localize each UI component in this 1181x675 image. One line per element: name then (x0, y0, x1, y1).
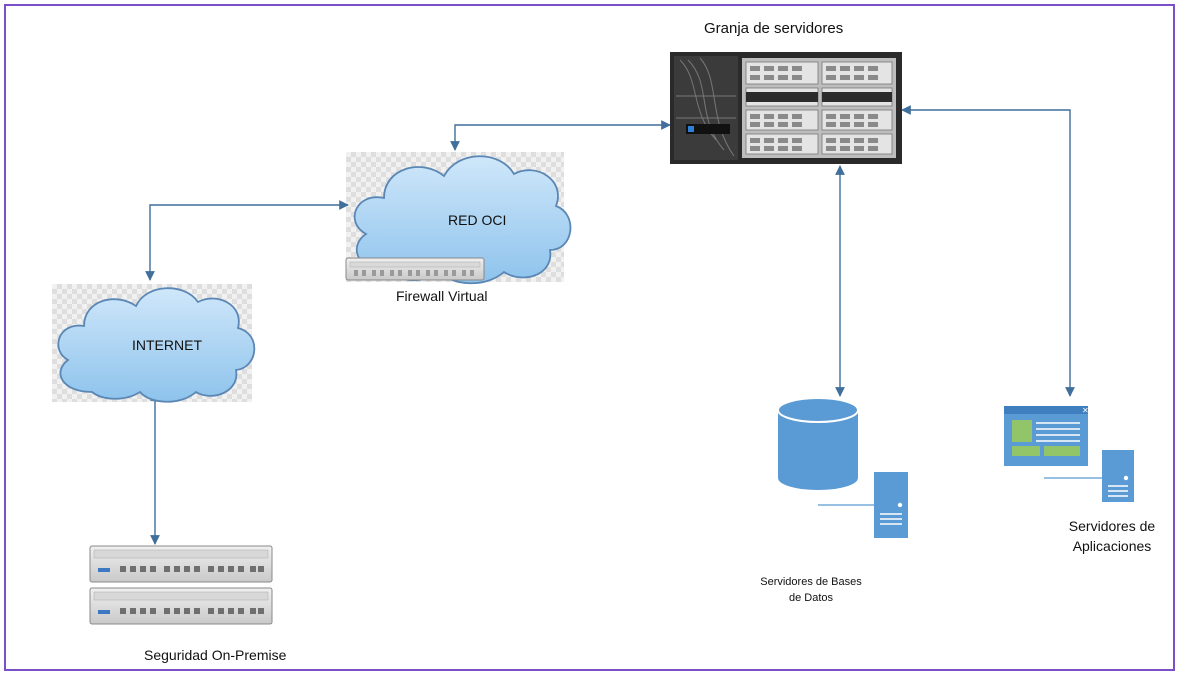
server-tower-icon (874, 472, 908, 538)
app-servers-label-line1: Servidores de (1068, 518, 1156, 534)
server-tower-icon (1102, 450, 1134, 502)
onprem-firewall-appliances (89, 545, 273, 625)
firewall-appliance-icon (345, 257, 485, 281)
diagram-frame (4, 4, 1175, 671)
oci-network-label: RED OCI (448, 212, 507, 228)
app-servers-label-line2: Aplicaciones (1072, 538, 1152, 554)
database-cylinder-icon (777, 397, 859, 490)
app-servers-label: Servidores de Aplicaciones (1050, 516, 1174, 556)
arrow-internet-oci (145, 200, 349, 281)
oci-cloud-icon (353, 155, 572, 285)
application-window-icon: ✕ (1004, 406, 1089, 466)
db-servers-label-line2: de Datos (788, 592, 834, 604)
rack-servers (742, 58, 896, 158)
arrow-server-farm-app (901, 105, 1075, 397)
db-servers-label: Servidores de Bases de Datos (746, 574, 876, 606)
onprem-label: Seguridad On-Premise (144, 647, 287, 663)
server-farm-label: Granja de servidores (704, 20, 844, 37)
svg-text:✕: ✕ (1082, 406, 1089, 415)
database-server-group (777, 397, 908, 538)
appliance-2 (89, 587, 273, 625)
internet-label: INTERNET (132, 337, 202, 353)
server-rack-photo (670, 52, 902, 164)
firewall-label: Firewall Virtual (396, 288, 488, 304)
internet-cloud-icon (57, 287, 256, 403)
application-server-group: ✕ (1004, 406, 1134, 502)
arrow-oci-server-farm (450, 120, 671, 151)
db-servers-label-line1: Servidores de Bases (760, 576, 862, 588)
connector-arrows (145, 105, 1075, 545)
appliance-1 (89, 545, 273, 583)
